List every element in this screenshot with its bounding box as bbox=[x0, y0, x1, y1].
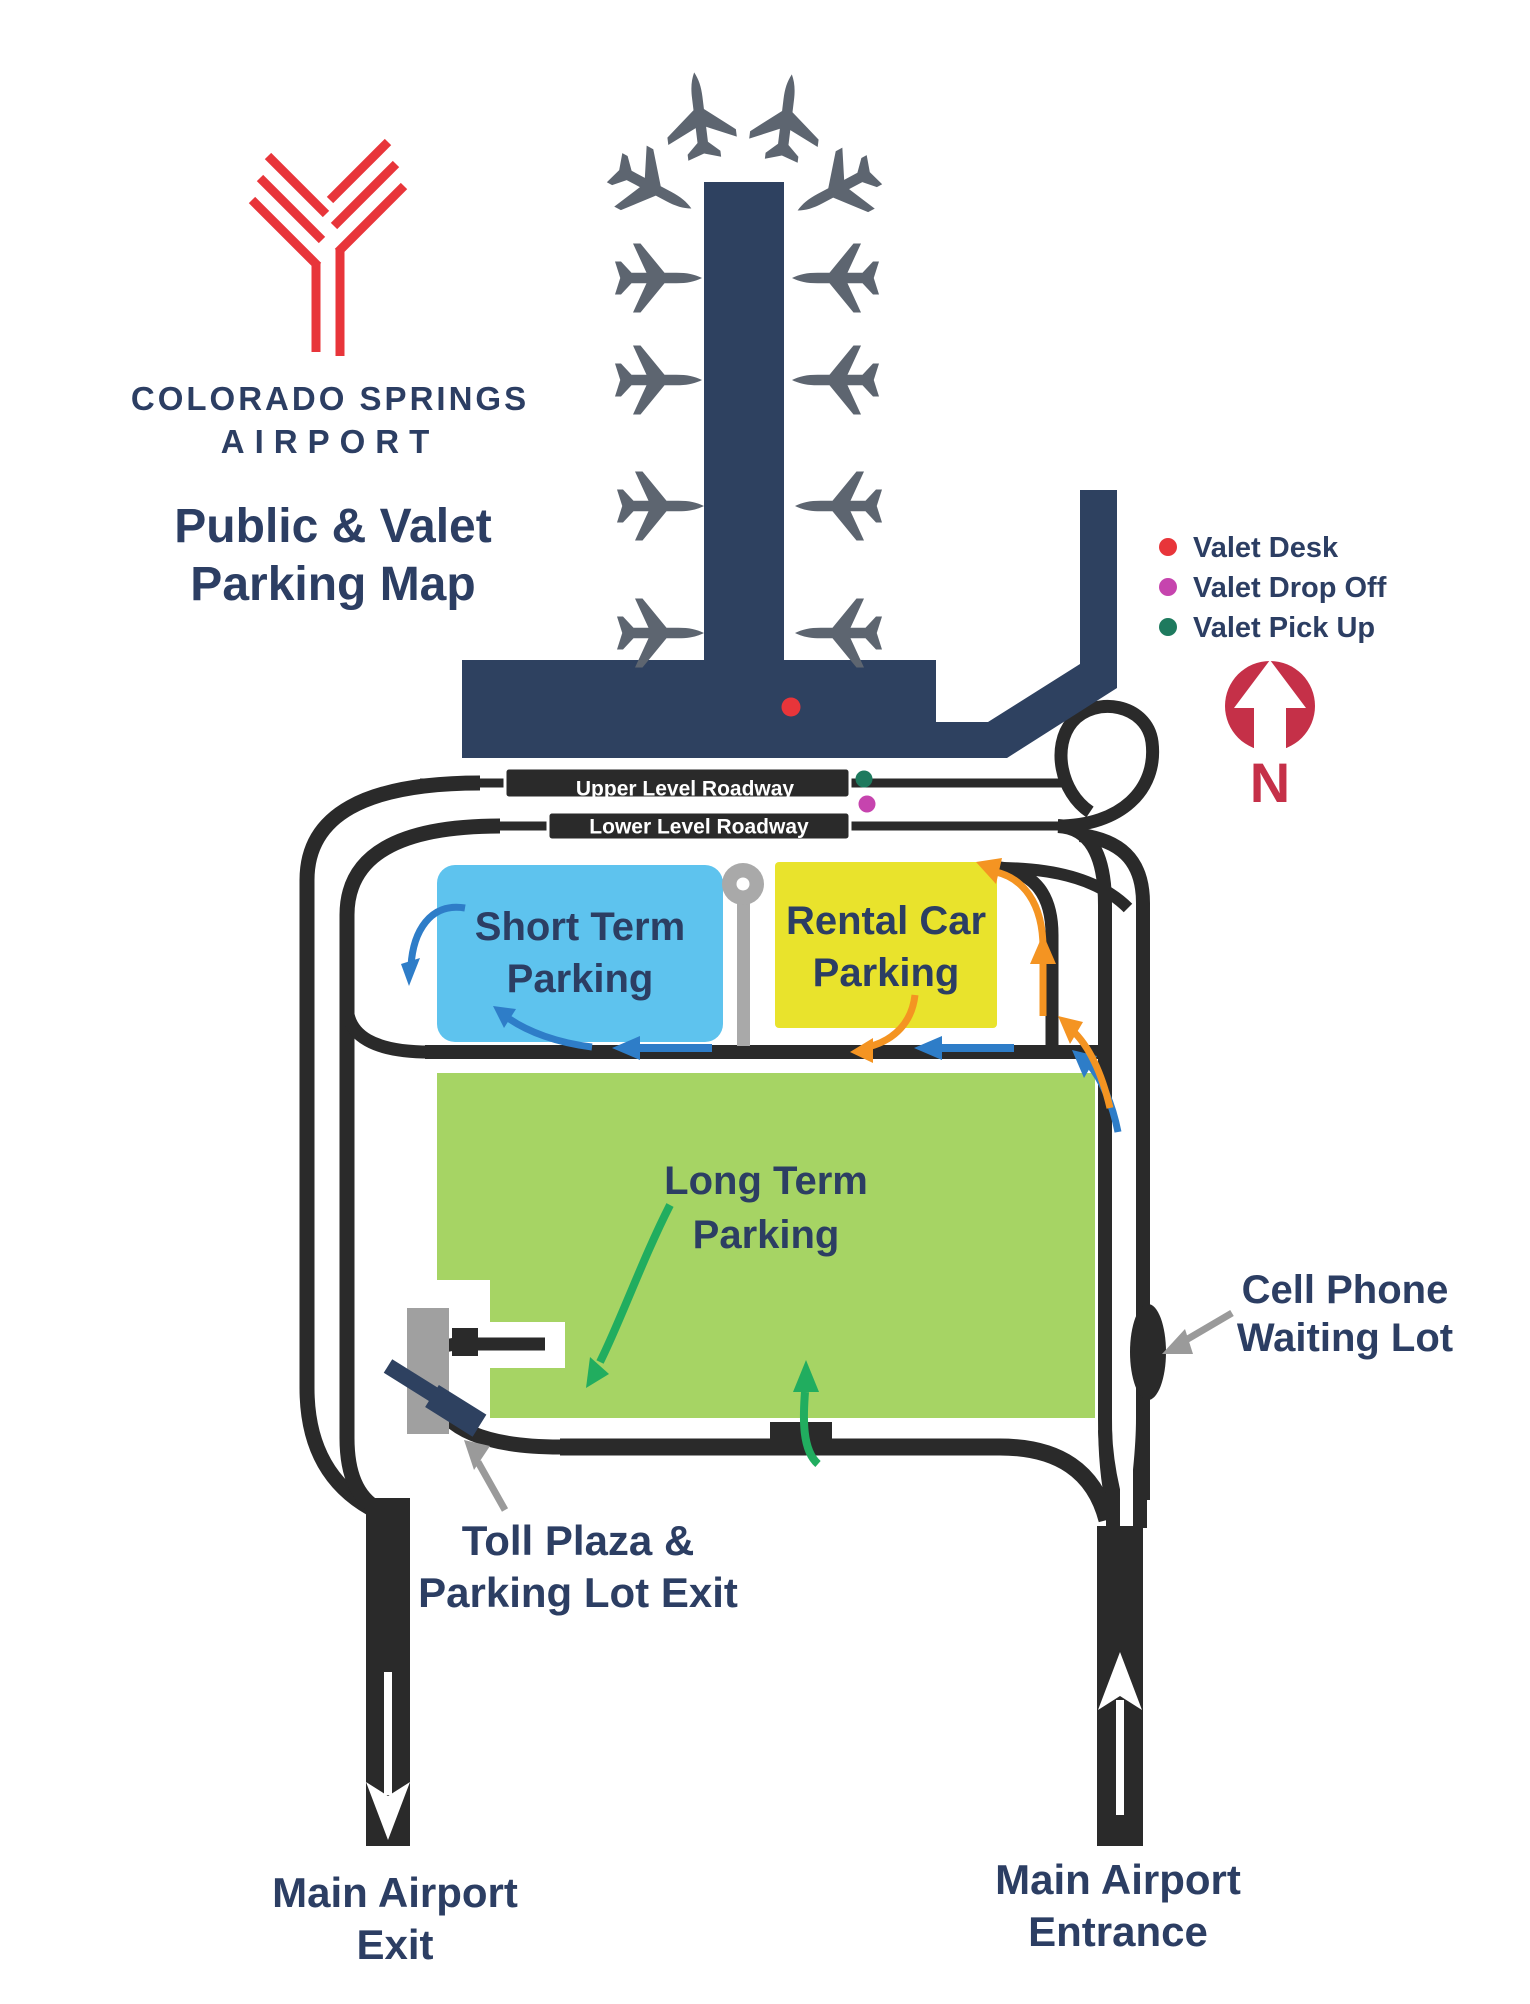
terminal-walkway bbox=[722, 863, 764, 1046]
airplane-icon bbox=[615, 345, 702, 415]
airplane-icon bbox=[615, 243, 702, 313]
cell-pointer-arrow-icon bbox=[1162, 1329, 1193, 1354]
airplane-icon bbox=[792, 345, 879, 415]
main-exit-label-2: Exit bbox=[356, 1921, 433, 1968]
legend-valet-dropoff-label: Valet Drop Off bbox=[1193, 572, 1387, 604]
blue-flow-shaft bbox=[505, 1015, 593, 1051]
lower-roadway-bar bbox=[546, 810, 852, 842]
terminal-return-loop-road bbox=[1054, 699, 1160, 833]
valet-desk-dot bbox=[781, 697, 801, 717]
toll-gate-booth bbox=[425, 1384, 487, 1437]
valet-dropoff-dot bbox=[858, 795, 876, 813]
blue-arrow-icon bbox=[493, 1006, 516, 1028]
cell-label-2: Waiting Lot bbox=[1237, 1316, 1453, 1360]
bottom-road bbox=[560, 1438, 1116, 1523]
airport-name-line2: AIRPORT bbox=[221, 423, 440, 460]
toll-junction-stub bbox=[452, 1328, 478, 1356]
walkway-node-center bbox=[736, 877, 750, 891]
long-term-label-2: Parking bbox=[693, 1213, 840, 1257]
toll-label-2: Parking Lot Exit bbox=[418, 1569, 738, 1616]
long-term-label-1: Long Term bbox=[664, 1159, 868, 1203]
orange-arrow-icon bbox=[850, 1038, 873, 1063]
orange-arrow-icon bbox=[1030, 934, 1056, 964]
long-term-parking-lot bbox=[437, 1073, 1095, 1418]
upper-roadway-label: Upper Level Roadway bbox=[576, 778, 795, 801]
main-entrance-label-2: Entrance bbox=[1028, 1908, 1208, 1955]
airport-logo-icon bbox=[248, 138, 408, 356]
map-title-line1: Public & Valet bbox=[174, 500, 491, 553]
toll-pointer-arrow-icon bbox=[464, 1440, 490, 1470]
orange-flow-shaft bbox=[995, 868, 1047, 949]
legend: Valet Desk Valet Drop Off Valet Pick Up bbox=[1159, 532, 1387, 644]
toll-plaza bbox=[383, 1308, 487, 1437]
airport-name-line1: COLORADO SPRINGS bbox=[131, 380, 529, 417]
walkway-path bbox=[737, 884, 750, 1046]
orange-arrow-icon bbox=[1058, 1016, 1083, 1044]
right-outer-road bbox=[1078, 828, 1150, 1500]
legend-valet-desk-label: Valet Desk bbox=[1193, 532, 1339, 564]
toll-pointer-shaft bbox=[474, 1460, 509, 1512]
airplane-icon bbox=[792, 243, 879, 313]
terminal-garage-ramp bbox=[936, 490, 1117, 758]
airplane-icon bbox=[795, 598, 882, 668]
cell-label-1: Cell Phone bbox=[1242, 1268, 1449, 1312]
rental-car-label-2: Parking bbox=[813, 951, 960, 995]
legend-valet-pickup-dot bbox=[1159, 618, 1177, 636]
short-term-label-1: Short Term bbox=[475, 905, 685, 949]
orange-arrow-icon bbox=[976, 858, 1002, 884]
short-term-parking-lot bbox=[437, 865, 723, 1042]
outer-left-road bbox=[299, 775, 481, 1515]
orange-flow-shaft bbox=[867, 994, 919, 1051]
valet-pickup-dot bbox=[855, 770, 873, 788]
rental-link-road bbox=[997, 862, 1133, 913]
compass-n-label: N bbox=[1250, 751, 1290, 814]
parking-lots: Short Term Parking Rental Car Parking Lo… bbox=[437, 862, 1095, 1418]
airplane-icon bbox=[747, 70, 827, 165]
terminal-building bbox=[462, 182, 1117, 758]
map-title-line2: Parking Map bbox=[190, 558, 475, 611]
cell-phone-lot-area bbox=[1130, 1304, 1166, 1400]
entrance-branch-right bbox=[1133, 1417, 1150, 1528]
green-flow-shaft bbox=[596, 1203, 674, 1364]
entrance-branch-left bbox=[1098, 1429, 1120, 1528]
roadway-bars: Upper Level Roadway Lower Level Roadway bbox=[503, 766, 876, 842]
terminal-main bbox=[462, 660, 936, 758]
green-arrow-icon bbox=[586, 1357, 609, 1388]
lower-roadway-label: Lower Level Roadway bbox=[589, 816, 809, 839]
main-exit-label-1: Main Airport bbox=[272, 1869, 518, 1916]
airplane-icon bbox=[781, 139, 891, 241]
toll-label-1: Toll Plaza & bbox=[462, 1517, 695, 1564]
rental-car-label-1: Rental Car bbox=[786, 899, 986, 943]
inner-left-road bbox=[339, 818, 501, 1517]
main-entrance-label-1: Main Airport bbox=[995, 1856, 1241, 1903]
short-term-label-2: Parking bbox=[507, 957, 654, 1001]
airplane-icon bbox=[617, 598, 704, 668]
north-compass-icon: N bbox=[1225, 660, 1315, 814]
orange-flow-shaft bbox=[1069, 1027, 1114, 1109]
airplane-icon bbox=[659, 68, 739, 163]
green-flow-shaft bbox=[799, 1391, 821, 1468]
compass-arrow bbox=[1234, 660, 1306, 760]
legend-valet-desk-dot bbox=[1159, 538, 1177, 556]
legend-valet-pickup-label: Valet Pick Up bbox=[1193, 612, 1375, 644]
terminal-concourse bbox=[704, 182, 784, 674]
legend-valet-dropoff-dot bbox=[1159, 578, 1177, 596]
annotations: Toll Plaza & Parking Lot Exit Cell Phone… bbox=[272, 1268, 1453, 1968]
traffic-flow-arrows bbox=[366, 858, 1234, 1840]
airplane-icon bbox=[795, 471, 882, 541]
blue-arrow-icon bbox=[401, 958, 420, 986]
blue-arrow-icon bbox=[612, 1036, 640, 1060]
airplane-icon bbox=[617, 471, 704, 541]
green-arrow-icon bbox=[793, 1360, 819, 1392]
exit-arrow-icon bbox=[366, 1782, 410, 1840]
cell-pointer-shaft bbox=[1184, 1309, 1234, 1344]
entrance-arrow-icon bbox=[1098, 1652, 1142, 1710]
rental-car-parking-lot bbox=[775, 862, 997, 1028]
left-connector-road bbox=[340, 1004, 431, 1059]
upper-roadway-bar bbox=[503, 766, 852, 800]
blue-flow-shaft bbox=[407, 903, 466, 967]
blue-arrow-icon bbox=[914, 1036, 942, 1060]
